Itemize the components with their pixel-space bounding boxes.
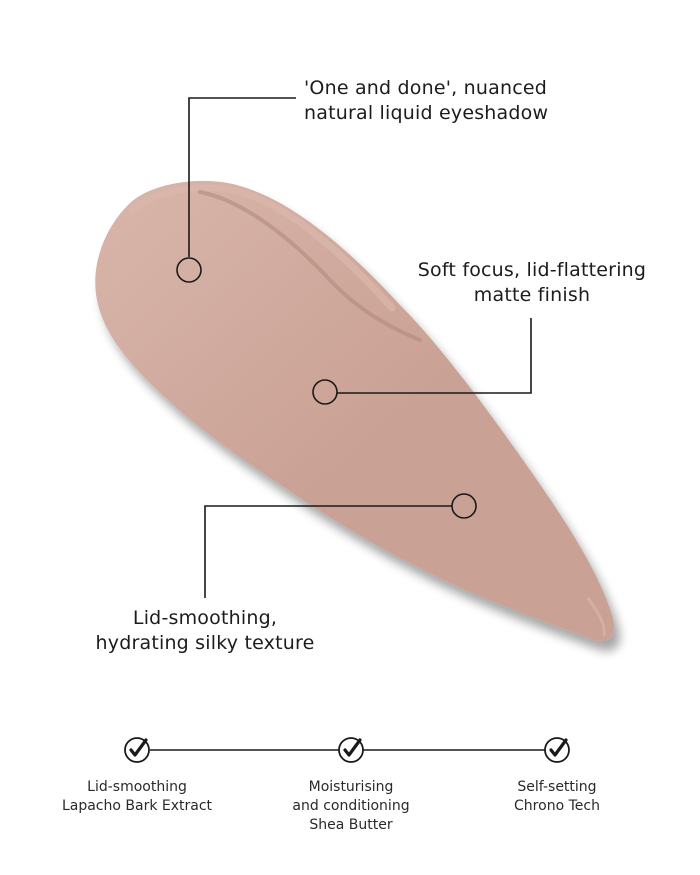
feature-checkmarks [124,737,570,763]
callout-line: Soft focus, lid-flattering [417,259,647,281]
feature-line: and conditioning [292,798,410,814]
feature-lapacho-bark: Lid-smoothing Lapacho Bark Extract [37,778,237,816]
callout-matte-finish: Soft focus, lid-flattering matte finish [412,258,652,308]
feature-shea-butter: Moisturising and conditioning Shea Butte… [251,778,451,835]
connector-line-2 [337,318,532,394]
feature-chrono-tech: Self-setting Chrono Tech [457,778,657,816]
callout-line: natural liquid eyeshadow [304,102,549,124]
marker-circle-1 [176,257,202,283]
eyeshadow-swatch [95,180,614,642]
checkmark-icon [338,737,364,763]
callout-liquid-eyeshadow: 'One and done', nuanced natural liquid e… [304,76,548,126]
feature-line: Self-setting [517,779,597,795]
feature-line: Chrono Tech [514,798,600,814]
checkmark-icon [544,737,570,763]
feature-line: Lapacho Bark Extract [61,798,213,814]
callout-silky-texture: Lid-smoothing, hydrating silky texture [82,606,328,656]
feature-line: Shea Butter [309,817,393,833]
callout-connectors [176,97,532,598]
connector-line-1 [188,97,296,257]
feature-line: Moisturising [308,779,394,795]
connector-line-3 [204,505,452,598]
callout-line: hydrating silky texture [95,632,315,654]
feature-line: Lid-smoothing [87,779,187,795]
marker-circle-3 [451,493,477,519]
marker-circle-2 [312,379,338,405]
callout-line: Lid-smoothing, [132,607,278,629]
checkmark-icon [124,737,150,763]
callout-line: matte finish [473,284,591,306]
callout-line: 'One and done', nuanced [304,77,548,99]
